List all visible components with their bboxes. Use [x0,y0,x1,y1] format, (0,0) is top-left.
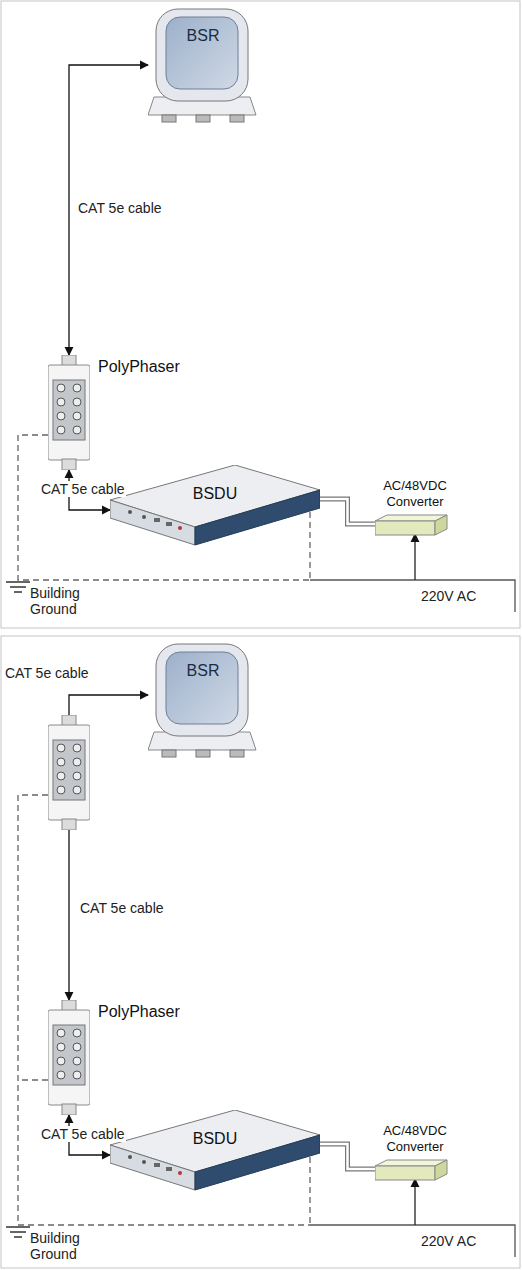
annotation-label: Building Ground [30,585,100,617]
surge-protector [48,355,90,470]
ground-wiring [6,435,515,612]
node-label: PolyPhaser [98,358,180,376]
surge-protector-node: PolyPhaser [48,1000,198,1115]
rack-unit-icon [110,1110,320,1192]
annotation-label: 220V AC [421,1233,476,1249]
node-label: AC/48VDC Converter [375,1123,455,1154]
node-label: AC/48VDC Converter [375,478,455,509]
converter-box [375,1159,455,1181]
surge-protector-node: PolyPhaser [48,355,198,470]
node-label: BSR [148,662,258,680]
ground-wiring [6,795,515,1257]
annotation-label: Building Ground [30,1230,100,1262]
base-station: BSR [148,5,258,125]
annotation-label: 220V AC [421,588,476,604]
edge-label: CAT 5e cable [40,481,126,497]
distribution-unit: BSDU [110,1110,320,1192]
power-arrow [414,1179,415,1225]
power-cable [320,499,375,524]
node-label: BSDU [180,485,250,503]
edge-label: CAT 5e cable [78,200,162,216]
edge-label: CAT 5e cable [40,1126,126,1142]
converter-box [375,514,455,536]
power-converter: AC/48VDC Converter [375,478,455,535]
panel-frame [1,636,520,1268]
node-label: PolyPhaser [98,1003,180,1021]
node-label: BSDU [180,1130,250,1148]
base-station-icon [148,5,258,125]
power-cable [320,1144,375,1169]
distribution-unit: BSDU [110,465,320,547]
base-station-icon [148,640,258,760]
edge-label: CAT 5e cable [80,900,164,916]
base-station: BSR [148,640,258,760]
panel-frame [1,1,520,628]
power-arrow [414,534,415,580]
rack-unit-icon [110,465,320,547]
surge-protector [48,1000,90,1115]
annotation-label: CAT 5e cable [5,665,89,681]
node-label: BSR [148,27,258,45]
power-converter: AC/48VDC Converter [375,1123,455,1180]
surge-protector [48,715,90,830]
